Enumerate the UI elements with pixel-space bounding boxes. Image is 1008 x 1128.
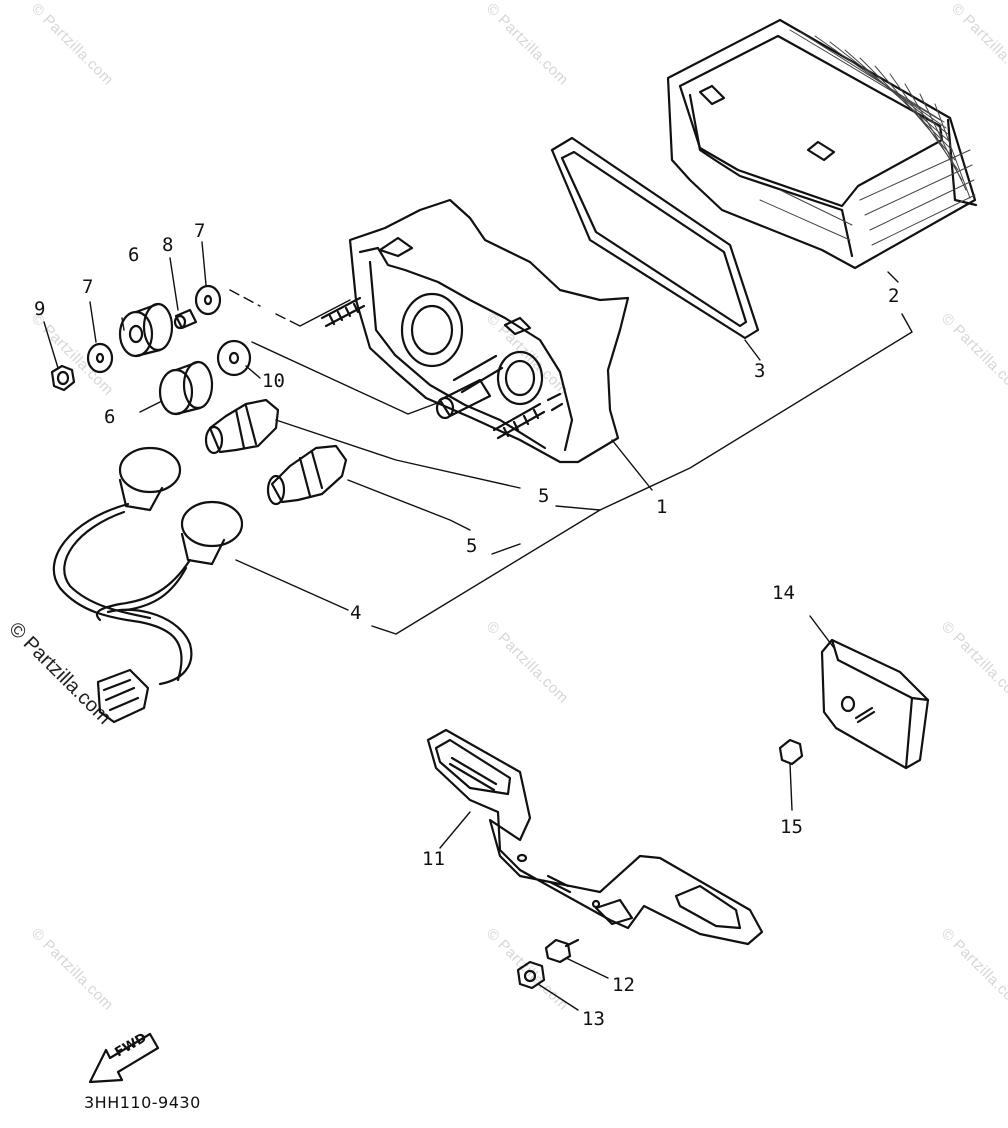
callout-10: 10 xyxy=(262,370,285,392)
callout-13: 13 xyxy=(582,1008,605,1030)
callout-4: 4 xyxy=(350,602,362,624)
tail-light-housing xyxy=(320,198,630,464)
leader-lines xyxy=(43,241,913,1011)
callout-8: 8 xyxy=(162,234,174,256)
callout-7-left: 7 xyxy=(82,276,94,298)
washer-10 xyxy=(216,339,252,377)
callout-15: 15 xyxy=(780,816,803,838)
callout-11: 11 xyxy=(422,848,445,870)
bulb-upper xyxy=(204,398,280,455)
callout-1: 1 xyxy=(656,496,668,518)
grommet-upper xyxy=(118,302,174,358)
callout-7-right: 7 xyxy=(194,220,206,242)
collar xyxy=(173,308,198,330)
bracket-nut xyxy=(516,960,546,990)
reflector-nut xyxy=(778,738,804,766)
diagram-code: 3HH110-9430 xyxy=(84,1093,201,1112)
washer-left xyxy=(86,342,114,374)
tail-lens xyxy=(666,18,978,270)
bulb-lower xyxy=(266,444,348,506)
callout-5-lower: 5 xyxy=(466,535,478,557)
callout-14: 14 xyxy=(772,582,795,604)
socket-harness xyxy=(52,446,244,724)
fwd-arrow-icon xyxy=(88,1032,160,1084)
bracket-bolt xyxy=(544,938,580,964)
washer-right xyxy=(194,284,222,316)
callout-2: 2 xyxy=(888,285,900,307)
license-bracket xyxy=(426,728,764,946)
callout-9: 9 xyxy=(34,298,46,320)
callout-3: 3 xyxy=(754,360,766,382)
callout-6-lower: 6 xyxy=(104,406,116,428)
callout-12: 12 xyxy=(612,974,635,996)
callout-6-upper: 6 xyxy=(128,244,140,266)
reflector xyxy=(820,638,930,770)
callout-5-upper: 5 xyxy=(538,485,550,507)
nut xyxy=(50,364,76,392)
gasket xyxy=(550,136,760,340)
grommet-lower xyxy=(158,360,214,416)
